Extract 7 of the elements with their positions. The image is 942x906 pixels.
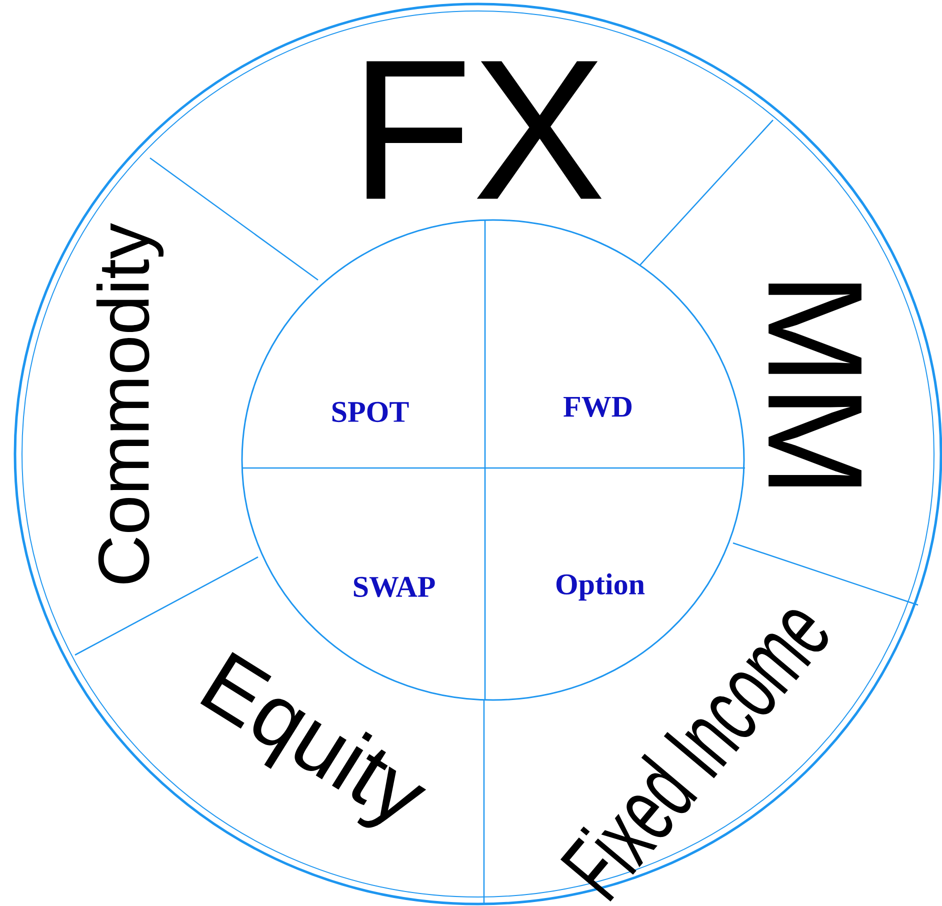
quadrant-label: Option [556,573,645,601]
quadrant-label: SPOT [332,402,409,422]
quadrant-label: SWAP [354,576,435,598]
sector-label: MM [768,284,862,486]
sector-label: Commodity [96,223,164,584]
quadrant-label: FWD [564,396,632,418]
sector-label: FX [366,61,602,199]
